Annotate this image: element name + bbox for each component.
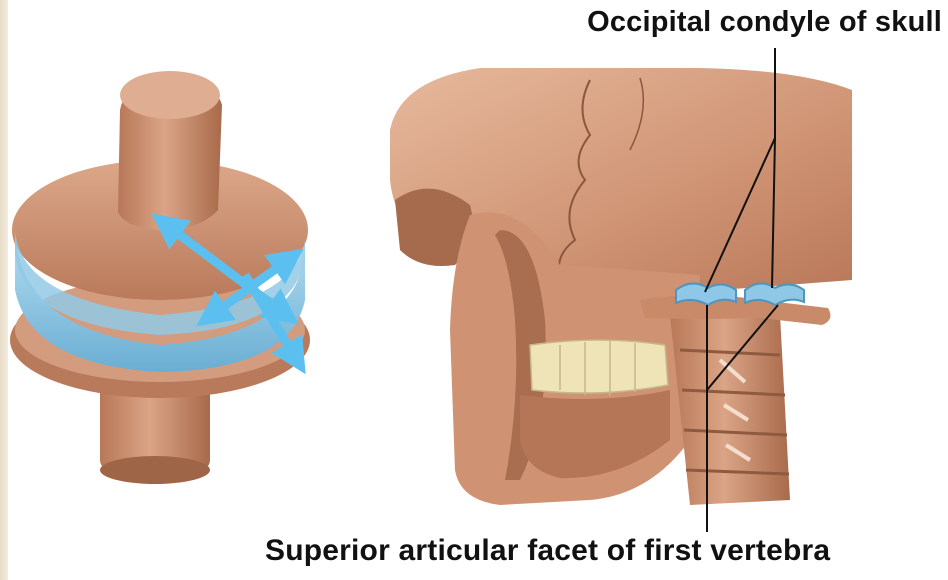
skull-illustration bbox=[390, 68, 852, 505]
condyloid-joint-model bbox=[10, 71, 310, 484]
upper-shaft-end bbox=[120, 71, 220, 119]
label-superior-articular-facet: Superior articular facet of first verteb… bbox=[265, 534, 830, 568]
teeth bbox=[530, 340, 668, 393]
lower-shaft-end bbox=[100, 456, 210, 484]
label-occipital-condyle: Occipital condyle of skull bbox=[587, 6, 942, 39]
